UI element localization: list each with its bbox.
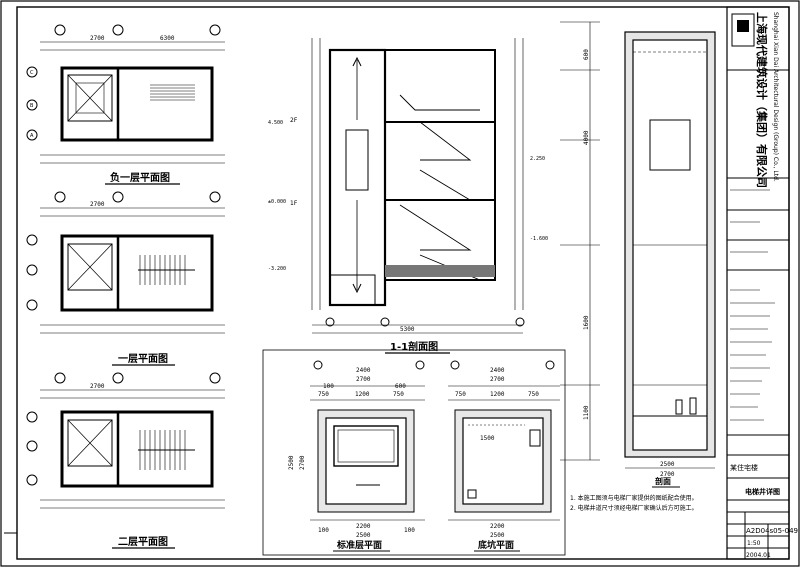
std-dim-2200: 2200 <box>356 523 371 530</box>
elev-dim-2500: 2500 <box>660 461 675 468</box>
plan-1f: 2700 一层平面图 <box>26 191 225 366</box>
company-name-cn: 上海现代建筑设计（集团）有限公司 <box>755 12 769 188</box>
pit-plan: 2400 2700 750 1200 750 1500 2200 2500 底坑… <box>448 360 560 552</box>
scale-value: 1:50 <box>747 540 761 547</box>
pit-dim-750b: 750 <box>528 391 539 398</box>
std-dim-2500b: 2500 <box>356 532 371 539</box>
f1-dim-top: 2700 <box>90 201 105 208</box>
floor-2f-label: 2F <box>290 117 298 124</box>
std-dim-2500: 2500 <box>288 455 295 470</box>
date-value: 2004.01 <box>746 552 771 559</box>
std-dim-100: 100 <box>323 383 334 390</box>
b1-dim-top2: 6300 <box>160 35 175 42</box>
std-floor-plan: 2400 2700 750 1200 750 100 600 2500 2700… <box>288 360 425 552</box>
std-dim-750b: 750 <box>393 391 404 398</box>
level-4500: 4.500 <box>268 120 283 126</box>
title-plan-b1: 负一层平面图 <box>110 171 170 184</box>
elev-dim-600: 600 <box>583 49 590 60</box>
pit-dim-2700: 2700 <box>490 376 505 383</box>
plan-b1: 2700 6300 C B A 负一层平面图 <box>26 24 225 185</box>
level-2250: 2.250 <box>530 156 545 162</box>
title-elevator-section: 剖面 <box>655 476 671 486</box>
sheet-title: 电梯井详图 <box>745 487 780 496</box>
title-plan-1f: 一层平面图 <box>118 353 168 365</box>
elev-dim-4000: 4000 <box>583 130 590 145</box>
level-neg-1600: -1.600 <box>530 236 548 242</box>
std-dim-100c: 100 <box>404 527 415 534</box>
section-1-1: 2F 1F 4.500 ±0.000 -3.200 2.250 -1.600 5… <box>268 38 548 354</box>
pit-dim-1500: 1500 <box>480 435 495 442</box>
std-dim-600: 600 <box>395 383 406 390</box>
std-dim-2700v: 2700 <box>299 455 306 470</box>
pit-dim-2200: 2200 <box>490 523 505 530</box>
elev-dim-1100: 1100 <box>583 405 590 420</box>
title-block: 上海现代建筑设计（集团）有限公司 Shanghai Xian Dai Archi… <box>726 6 798 560</box>
grid-c-b1: C <box>30 70 34 76</box>
title-section: 1-1剖面图 <box>390 340 438 353</box>
std-dim-100b: 100 <box>318 527 329 534</box>
pit-dim-750a: 750 <box>455 391 466 398</box>
level-zero: ±0.000 <box>268 199 286 205</box>
pit-dim-2500: 2500 <box>490 532 505 539</box>
note-line-2: 2. 电梯井道尺寸须经电梯厂家确认后方可施工。 <box>570 504 698 512</box>
std-dim-2700: 2700 <box>356 376 371 383</box>
elev-dim-1600: 1600 <box>583 315 590 330</box>
std-dim-750a: 750 <box>318 391 329 398</box>
pit-dim-2400: 2400 <box>490 367 505 374</box>
f2-dim-top: 2700 <box>90 383 105 390</box>
grid-a-b1: A <box>30 133 34 139</box>
section-dim: 5300 <box>400 326 415 333</box>
std-dim-1200: 1200 <box>355 391 370 398</box>
level-neg-3200: -3.200 <box>268 266 286 272</box>
std-dim-2400: 2400 <box>356 367 371 374</box>
b1-dim-top: 2700 <box>90 35 105 42</box>
notes: 1. 本施工图须与电梯厂家提供的图纸配合使用。 2. 电梯井道尺寸须经电梯厂家确… <box>570 494 698 512</box>
title-std-plan: 标准层平面 <box>336 539 382 551</box>
title-plan-2f: 二层平面图 <box>118 536 168 548</box>
drawing-number: A2D04s05-049 <box>746 527 798 535</box>
company-logo <box>731 13 755 47</box>
elevator-section: 600 4000 1600 1100 2500 2700 剖面 <box>560 21 716 488</box>
title-pit-plan: 底坑平面 <box>478 539 514 551</box>
elev-dim-2700: 2700 <box>660 471 675 478</box>
detail-frame <box>262 349 566 556</box>
plan-2f: 2700 二层平面图 <box>26 372 225 549</box>
company-name-en: Shanghai Xian Dai Architectural Design (… <box>772 12 779 182</box>
pit-dim-1200: 1200 <box>490 391 505 398</box>
project-name: 某住宅楼 <box>730 463 758 472</box>
company-logo-mark <box>737 20 749 32</box>
floor-1f-label: 1F <box>290 200 298 207</box>
grid-b-b1: B <box>30 103 34 109</box>
note-line-1: 1. 本施工图须与电梯厂家提供的图纸配合使用。 <box>570 494 698 502</box>
